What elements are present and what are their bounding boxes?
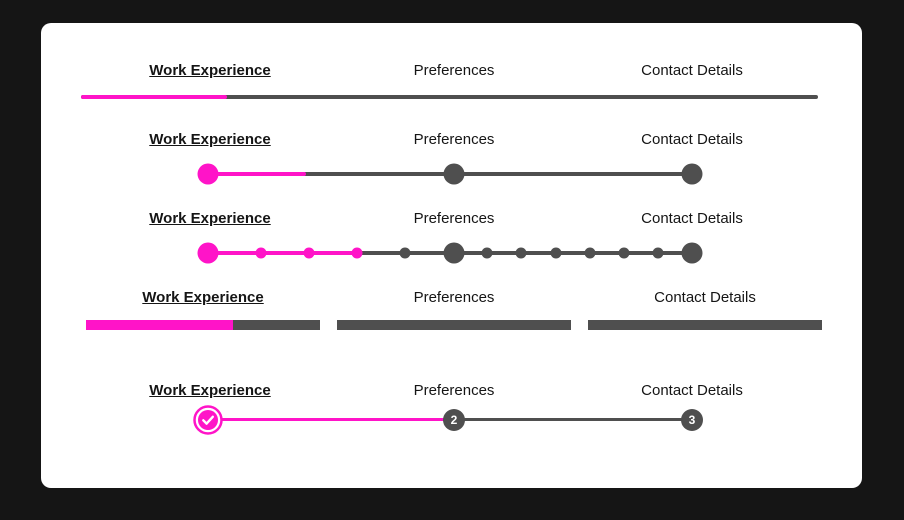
progress-fill — [81, 95, 227, 99]
progress-track — [81, 95, 818, 99]
step-label-contact-details[interactable]: Contact Details — [641, 210, 743, 227]
substep-dot[interactable] — [351, 247, 363, 259]
substep-dot[interactable] — [399, 247, 411, 259]
progress-fill — [208, 251, 357, 255]
step-dot-contact-details[interactable] — [681, 242, 703, 264]
segment-preferences[interactable] — [337, 320, 571, 330]
substep-dot[interactable] — [255, 247, 267, 259]
step-label-contact-details[interactable]: Contact Details — [641, 62, 743, 79]
step-label-work-experience[interactable]: Work Experience — [149, 382, 271, 399]
substep-dot[interactable] — [481, 247, 493, 259]
step-number-preferences[interactable]: 2 — [443, 409, 465, 431]
step-label-work-experience[interactable]: Work Experience — [149, 210, 271, 227]
step-dot-work-experience[interactable] — [197, 163, 219, 185]
stepper-showcase-card: Work Experience Preferences Contact Deta… — [41, 23, 862, 488]
step-label-preferences[interactable]: Preferences — [413, 62, 495, 79]
step-label-preferences[interactable]: Preferences — [413, 210, 495, 227]
substep-dot[interactable] — [618, 247, 630, 259]
step-label-preferences[interactable]: Preferences — [413, 289, 495, 306]
step-label-work-experience[interactable]: Work Experience — [149, 62, 271, 79]
step-dot-preferences[interactable] — [443, 242, 465, 264]
step-number-contact-details[interactable]: 3 — [681, 409, 703, 431]
step-dot-contact-details[interactable] — [681, 163, 703, 185]
step-label-contact-details[interactable]: Contact Details — [641, 382, 743, 399]
substep-dot[interactable] — [515, 247, 527, 259]
step-label-work-experience[interactable]: Work Experience — [142, 289, 264, 306]
segment-fill — [86, 320, 233, 330]
step-label-preferences[interactable]: Preferences — [413, 382, 495, 399]
progress-fill — [208, 172, 306, 176]
progress-fill — [208, 418, 454, 421]
substep-dot[interactable] — [303, 247, 315, 259]
step-label-contact-details[interactable]: Contact Details — [641, 131, 743, 148]
step-label-work-experience[interactable]: Work Experience — [149, 131, 271, 148]
step-label-contact-details[interactable]: Contact Details — [654, 289, 756, 306]
segment-contact-details[interactable] — [588, 320, 822, 330]
substep-dot[interactable] — [584, 247, 596, 259]
step-label-preferences[interactable]: Preferences — [413, 131, 495, 148]
substep-dot[interactable] — [550, 247, 562, 259]
check-circle-icon[interactable] — [193, 405, 223, 435]
step-dot-work-experience[interactable] — [197, 242, 219, 264]
substep-dot[interactable] — [652, 247, 664, 259]
step-dot-preferences[interactable] — [443, 163, 465, 185]
